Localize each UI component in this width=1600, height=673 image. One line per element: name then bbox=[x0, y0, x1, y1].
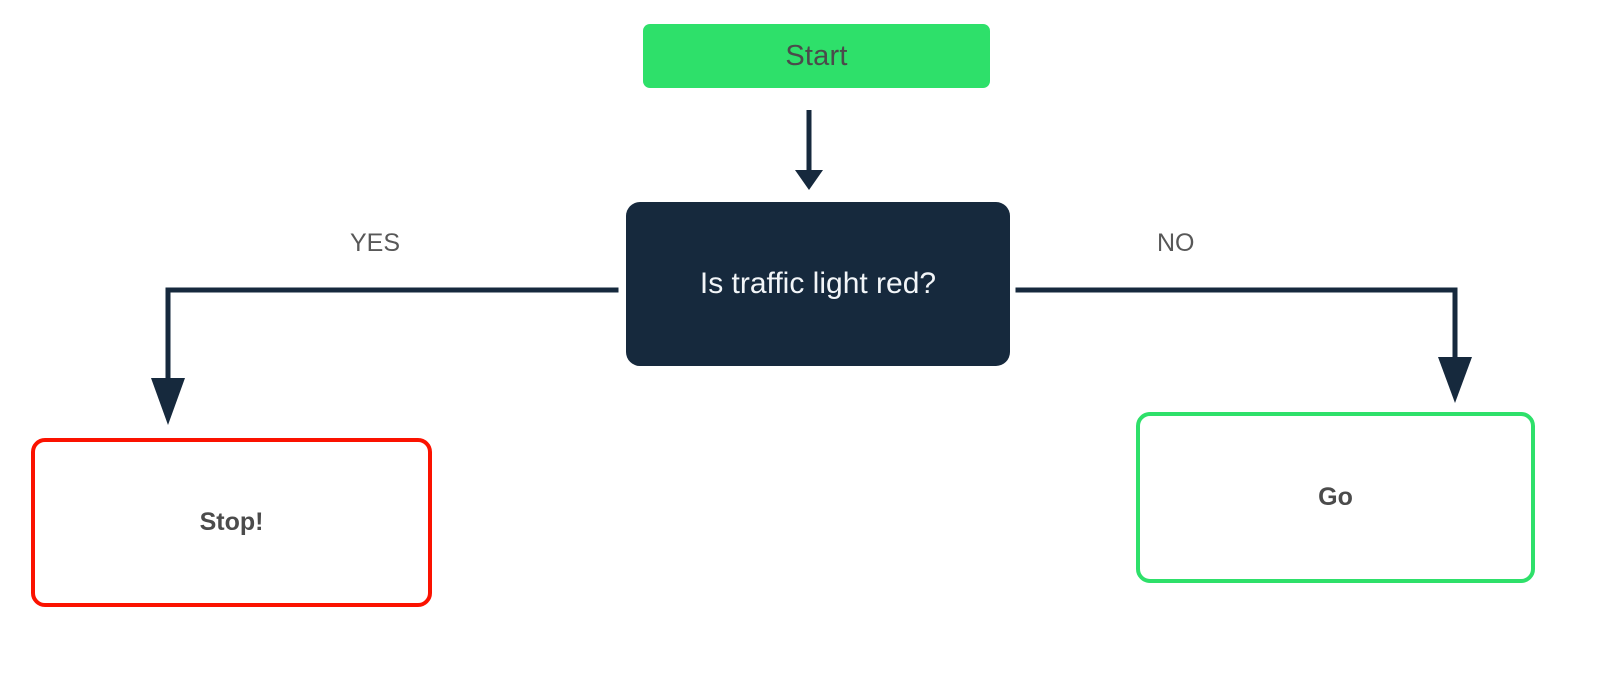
node-start[interactable]: Start bbox=[643, 24, 990, 88]
edge-decision-to-go bbox=[1015, 287, 1472, 403]
arrowhead-icon bbox=[151, 378, 185, 425]
edge-decision-to-stop bbox=[151, 287, 619, 425]
edge-line bbox=[165, 287, 619, 407]
arrowhead-icon bbox=[795, 170, 823, 190]
arrowhead-icon bbox=[1438, 357, 1472, 403]
node-start-label: Start bbox=[785, 39, 848, 72]
edge-start-to-decision bbox=[795, 110, 823, 190]
node-go[interactable]: Go bbox=[1136, 412, 1535, 583]
node-stop-label: Stop! bbox=[199, 508, 264, 536]
edge-line bbox=[1015, 287, 1458, 363]
node-decision-label: Is traffic light red? bbox=[699, 267, 937, 300]
node-go-label: Go bbox=[1318, 483, 1353, 511]
edge-label-yes: YES bbox=[350, 229, 401, 257]
edge-label-no: NO bbox=[1157, 229, 1195, 257]
node-decision[interactable]: Is traffic light red? bbox=[626, 202, 1010, 366]
node-stop[interactable]: Stop! bbox=[31, 438, 432, 607]
